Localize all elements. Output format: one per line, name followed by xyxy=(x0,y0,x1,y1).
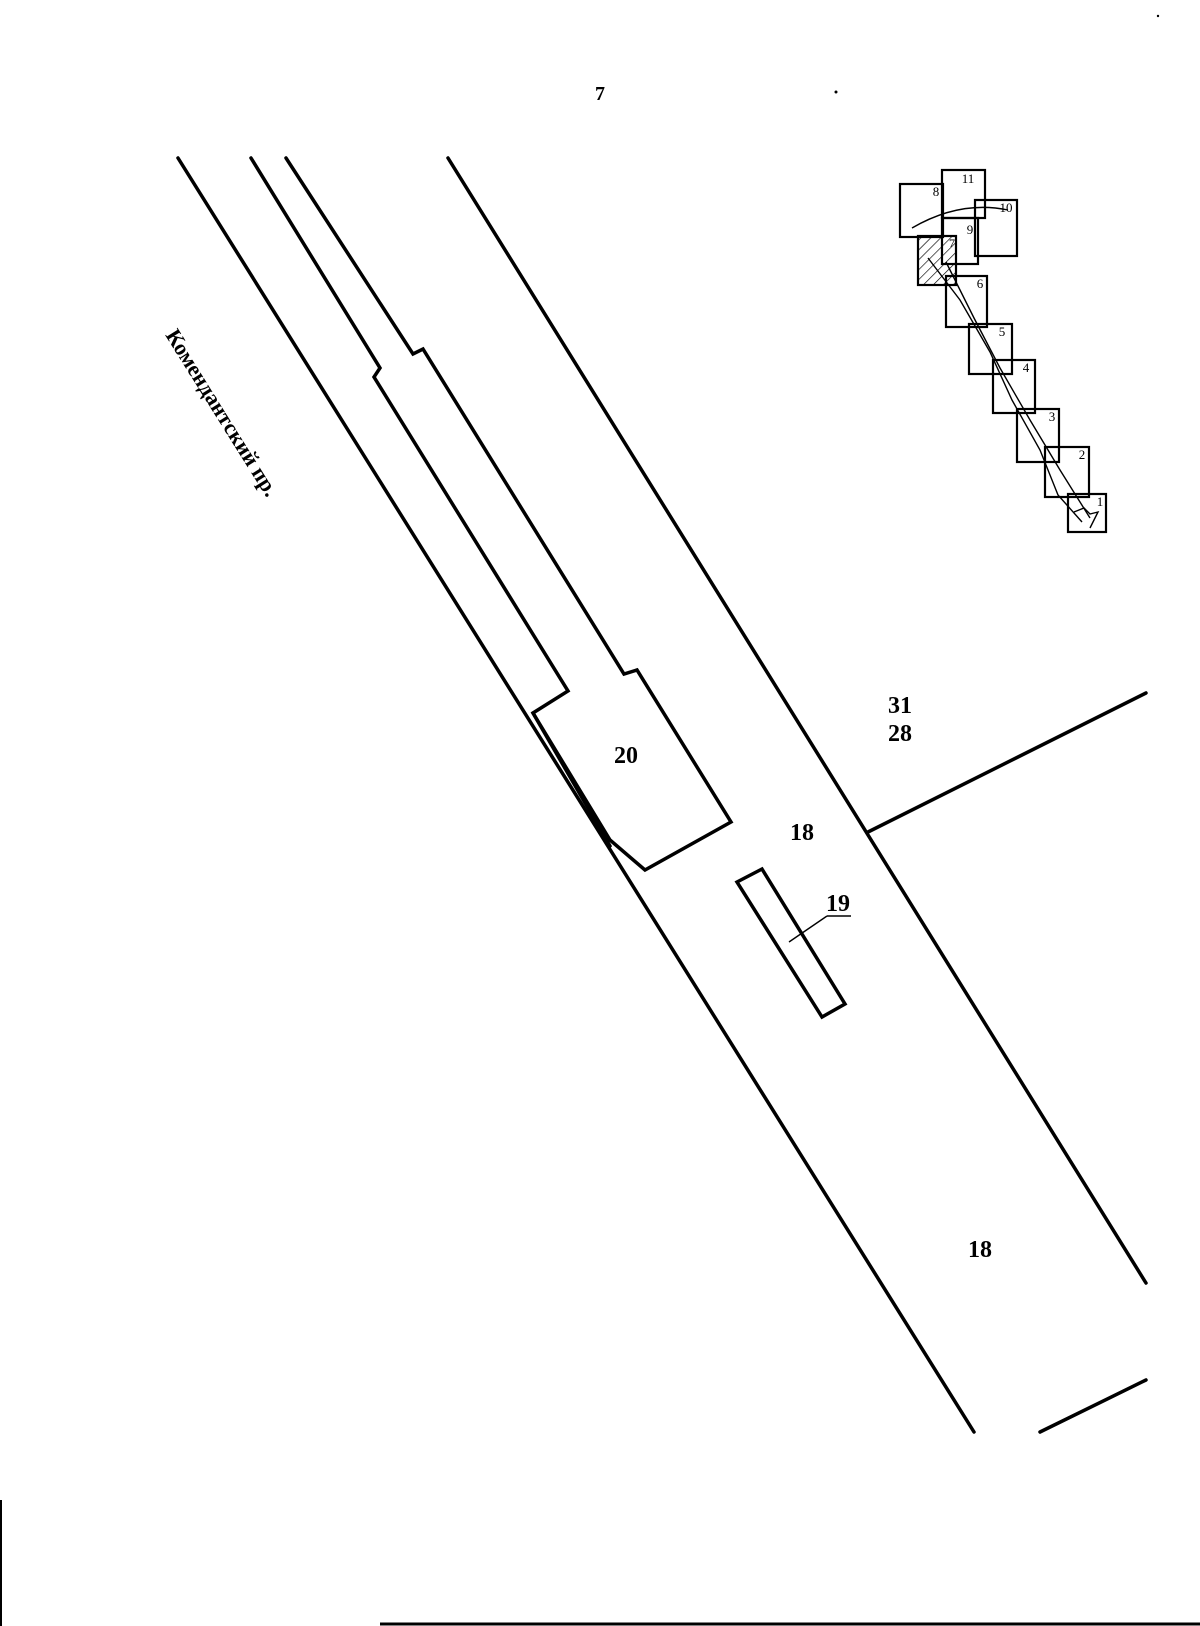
object-19-leader-line xyxy=(788,915,828,943)
index-sheet-5-label: 5 xyxy=(999,324,1006,339)
parcel-boundary-line-east xyxy=(866,691,1148,834)
object-19-label: 19 xyxy=(826,891,850,917)
index-route-line-b xyxy=(945,261,1091,519)
index-sheet-1-feature xyxy=(1073,507,1100,529)
strip-boundary-outline xyxy=(249,156,734,873)
road-edge-line-east xyxy=(446,156,1148,1285)
scan-dot xyxy=(1156,14,1160,18)
index-arc xyxy=(911,206,1009,229)
index-sheet-9-label: 9 xyxy=(967,222,974,237)
parcel-28-label: 28 xyxy=(888,721,912,747)
index-sheet-3 xyxy=(1015,407,1061,464)
strip-inner-edge xyxy=(531,711,612,848)
index-sheet-3-label: 3 xyxy=(1049,409,1056,424)
index-sheet-4-label: 4 xyxy=(1023,360,1030,375)
index-sheet-1 xyxy=(1066,492,1108,534)
index-sheet-10 xyxy=(973,198,1019,258)
object-19-outline xyxy=(734,866,848,1020)
index-sheet-1-label: 1 xyxy=(1097,494,1104,509)
building-20-label: 20 xyxy=(614,743,638,769)
road-edge-line-west xyxy=(176,156,976,1434)
index-sheet-11-label: 11 xyxy=(962,171,975,186)
index-sheet-6 xyxy=(944,274,989,329)
street-name-label: Комендантский пр. xyxy=(161,324,284,500)
parcel-18-upper-label: 18 xyxy=(790,820,814,846)
parcel-18-lower-label: 18 xyxy=(968,1237,992,1263)
index-sheet-6-label: 6 xyxy=(977,276,984,291)
parcel-boundary-line-southeast xyxy=(1038,1378,1148,1434)
index-sheet-10-label: 10 xyxy=(1000,200,1013,215)
index-sheet-2-label: 2 xyxy=(1079,447,1086,462)
index-route-line-a xyxy=(927,257,1083,523)
sheet-index-map: 11 8 10 9 7 6 5 4 3 xyxy=(898,168,1108,534)
page-number: 7 xyxy=(595,83,605,105)
index-sheet-5 xyxy=(967,322,1014,376)
index-sheet-7-label: 7 xyxy=(949,236,955,250)
scan-dot xyxy=(834,90,838,94)
parcel-31-label: 31 xyxy=(888,693,912,719)
index-sheet-8-label: 8 xyxy=(933,184,940,199)
index-sheet-4 xyxy=(991,358,1037,415)
